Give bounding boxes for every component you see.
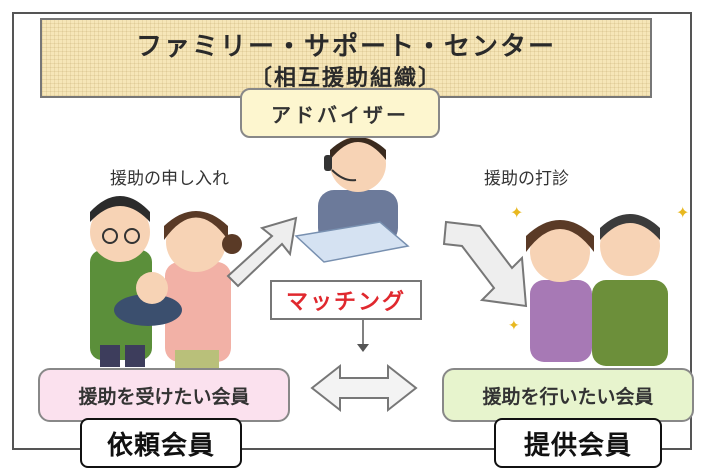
family-illustration [90,196,242,368]
matching-box: マッチング [270,280,422,320]
providing-member-box: 援助を行いたい会員 [442,368,694,422]
adviser-box: アドバイザー [240,88,440,138]
providing-member-tag: 提供会員 [494,418,662,468]
requesting-member-box: 援助を受けたい会員 [38,368,290,422]
adviser-illustration [294,136,410,263]
svg-text:✦: ✦ [676,203,689,222]
providers-illustration: ✦ ✦ ✦ [508,203,689,366]
request-label: 援助の申し入れ [110,169,229,189]
exchange-arrow [310,363,418,413]
requesting-member-tag: 依頼会員 [80,418,242,468]
svg-text:✦: ✦ [508,318,520,334]
page-subtitle: 〔相互援助組織〕 [249,66,442,91]
offer-arrow [442,220,528,308]
request-arrow [226,216,298,288]
page-title: ファミリー・サポート・センター [135,32,556,62]
offer-label: 援助の打診 [484,169,569,189]
svg-text:✦: ✦ [510,203,523,222]
